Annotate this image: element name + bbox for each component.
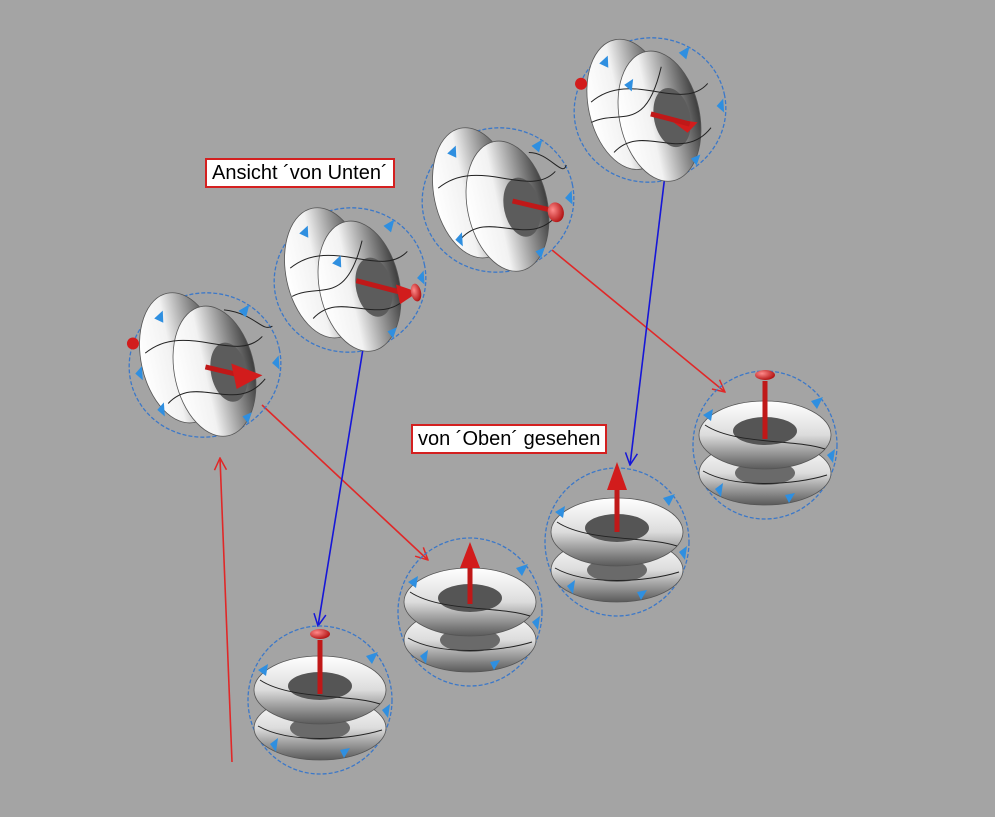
side-view-model-4 bbox=[573, 37, 727, 183]
top-view-model-1 bbox=[247, 625, 393, 775]
blue-arrow-model2-to-top1 bbox=[318, 317, 369, 626]
side-view-model-1 bbox=[126, 292, 282, 438]
red-arrow-up bbox=[220, 458, 233, 763]
blue-arrow-model4-to-top3 bbox=[630, 149, 669, 465]
field-vector-arrow bbox=[511, 198, 555, 214]
label-top-view: von ´Oben´ gesehen bbox=[411, 424, 608, 454]
field-vector-arrow bbox=[460, 542, 480, 568]
red-arrow-model1-to-top2 bbox=[261, 404, 428, 560]
label-bottom-view: Ansicht ´von Unten´ bbox=[205, 158, 395, 188]
top-view-model-3 bbox=[544, 462, 690, 617]
top-view-model-4 bbox=[692, 370, 838, 520]
field-vector-arrow bbox=[231, 363, 263, 389]
field-vector-arrow bbox=[355, 278, 405, 296]
side-view-model-2 bbox=[273, 207, 427, 353]
side-view-model-3 bbox=[421, 127, 575, 273]
connector-arrows bbox=[220, 149, 725, 763]
top-view-model-2 bbox=[397, 537, 543, 687]
red-arrow-model3-to-top4 bbox=[551, 249, 725, 392]
field-vector-arrow bbox=[607, 462, 627, 490]
